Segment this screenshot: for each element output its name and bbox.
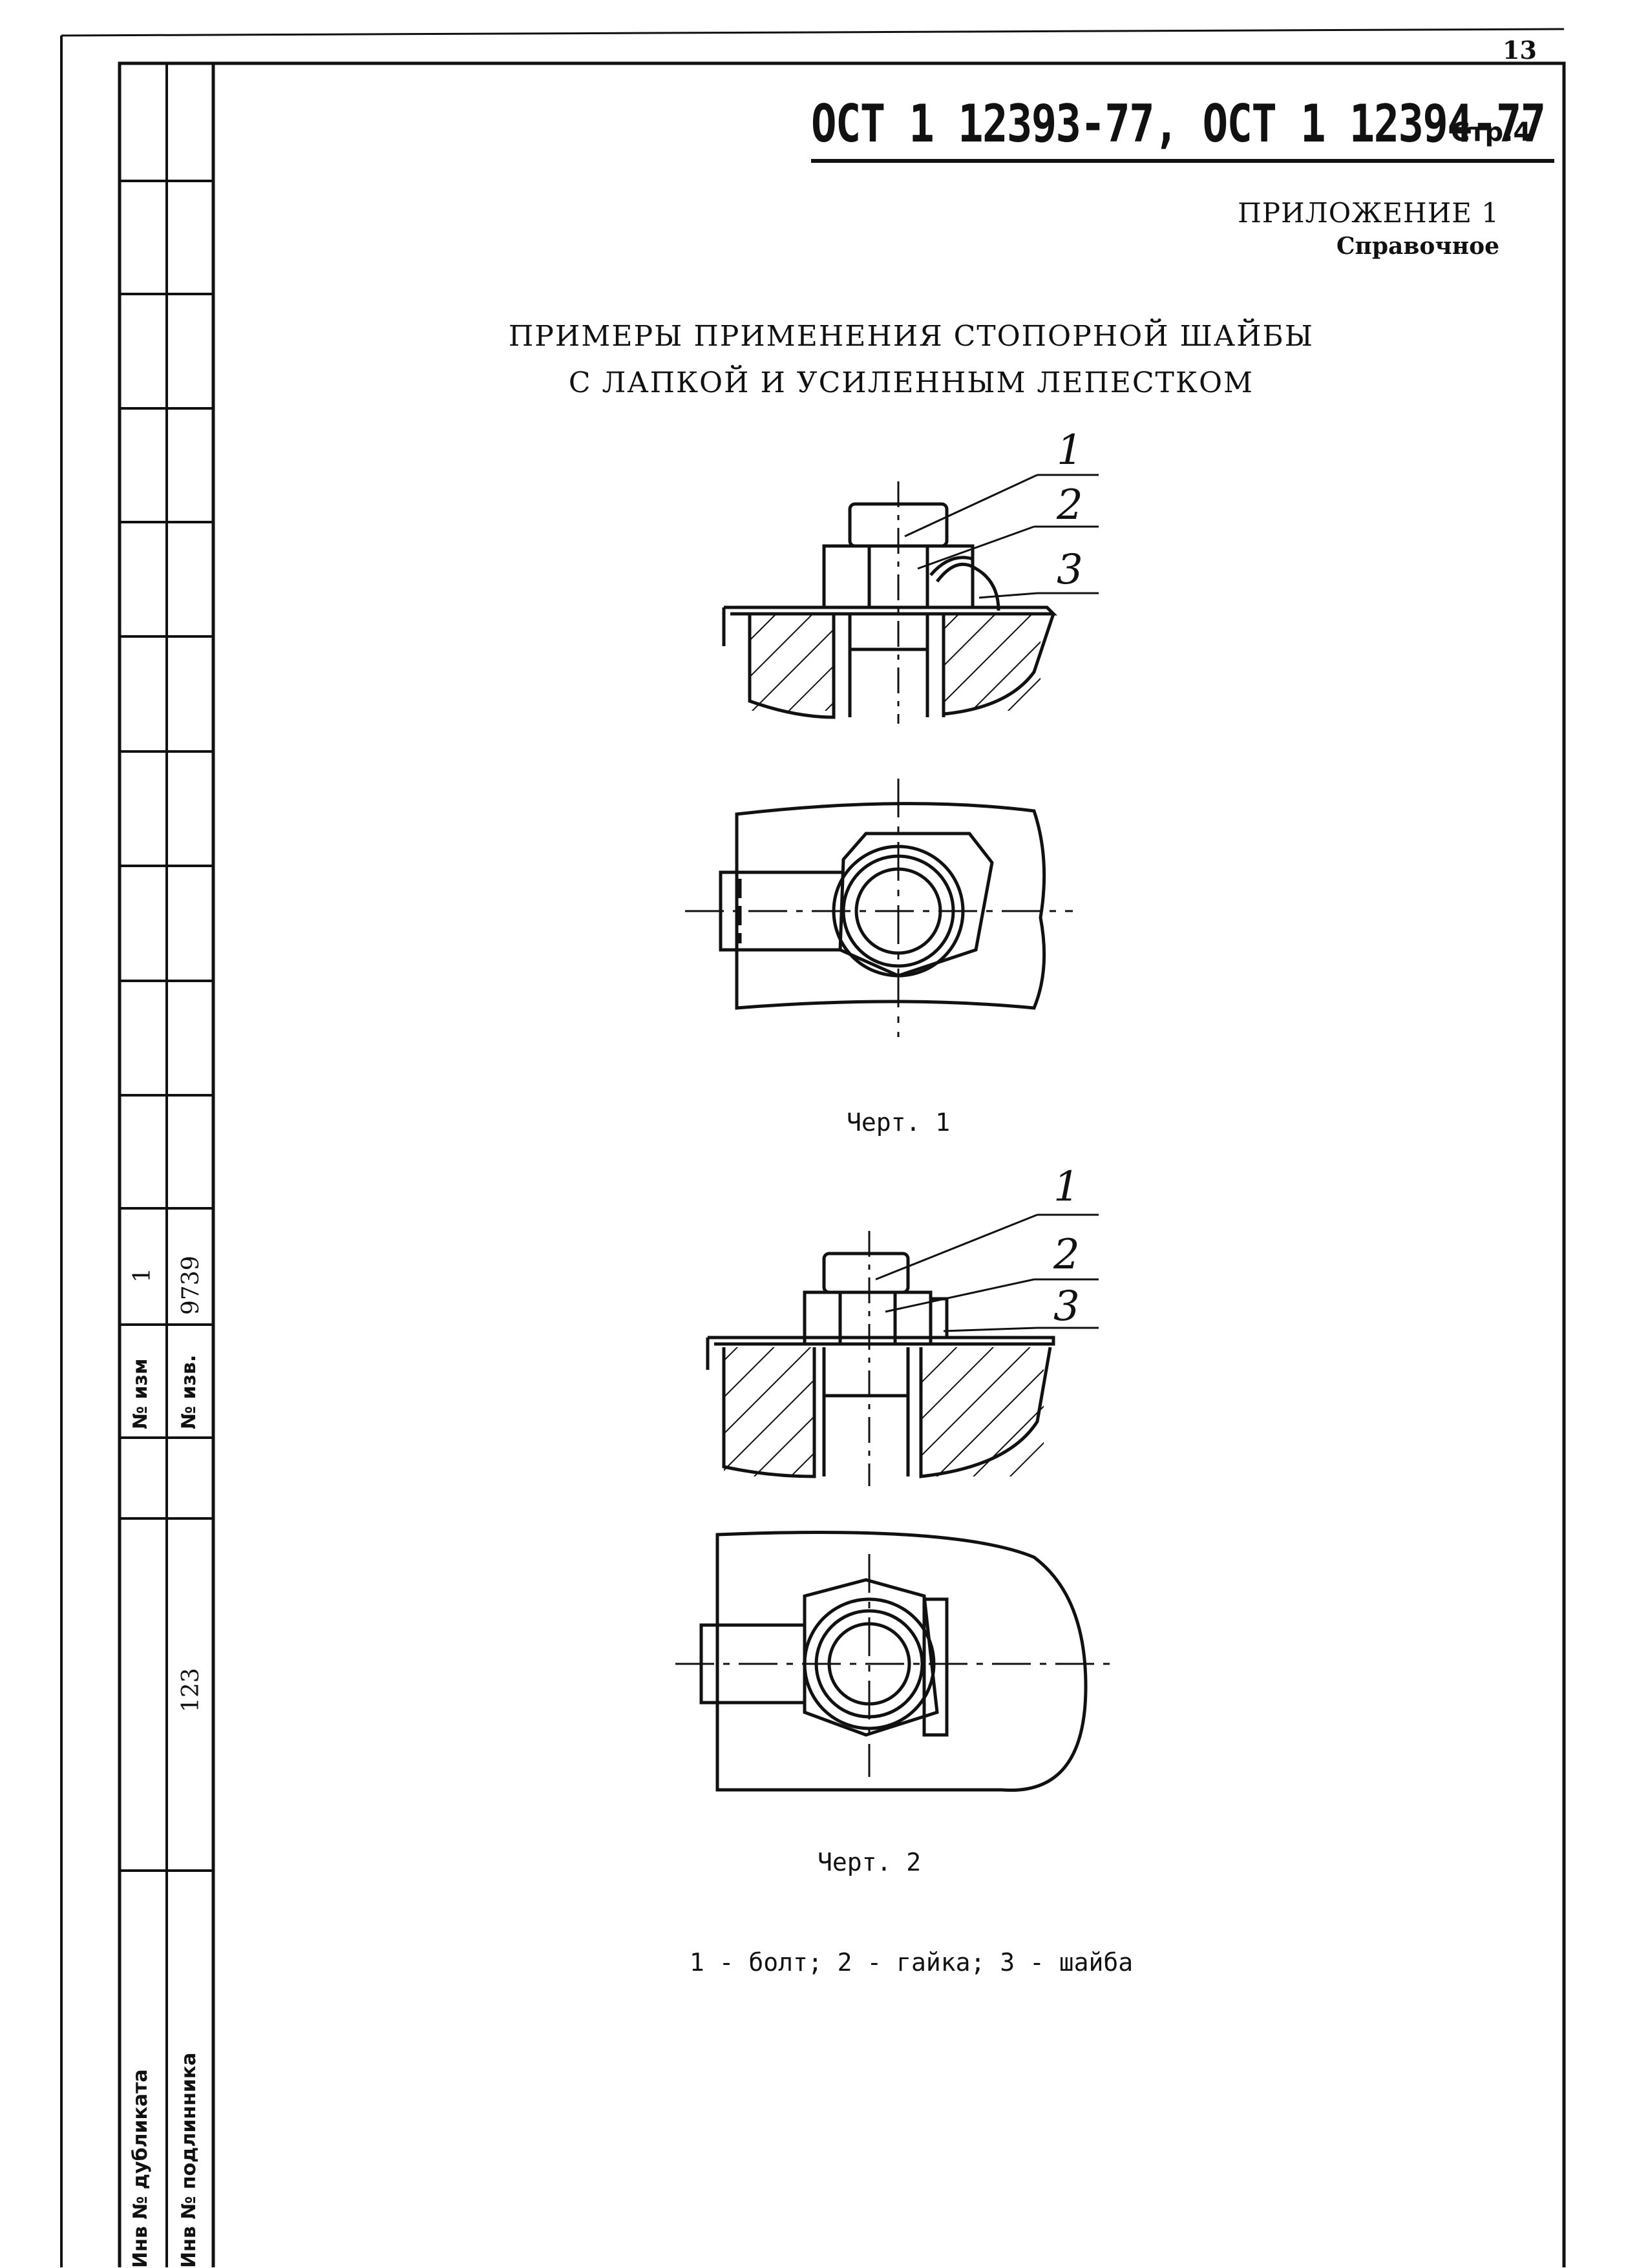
stamp-change-no-value: 1 — [129, 1268, 156, 1283]
document-code: ОСТ 1 12393-77, ОСТ 1 12394-77 — [811, 94, 1546, 154]
appendix-type: Справочное — [1336, 233, 1499, 260]
title-line-2: С ЛАПКОЙ И УСИЛЕННЫМ ЛЕПЕСТКОМ — [568, 366, 1254, 399]
stamp-notice-no-value: 9739 — [178, 1255, 204, 1315]
stamp-duplicate-inv-label: Инв № дубликата — [129, 2069, 152, 2268]
stamp-original-inv-label: Инв № подлинника — [178, 2052, 200, 2268]
stamp-notice-no-label: № изв. — [178, 1354, 200, 1429]
page-label: Стр.4 — [1451, 118, 1532, 147]
appendix-label: ПРИЛОЖЕНИЕ 1 — [1238, 197, 1499, 229]
callout-2-1: 1 — [1053, 1163, 1080, 1211]
legend: 1 - болт; 2 - гайка; 3 - шайба — [689, 1948, 1134, 1977]
drawing-2-caption: Черт. 2 — [818, 1848, 922, 1876]
document-header: ОСТ 1 12393-77, ОСТ 1 12394-77 Стр.4 — [811, 94, 1554, 163]
callout-1-2: 2 — [1057, 481, 1083, 529]
stamp-original-inv-value: 123 — [178, 1668, 204, 1712]
title-line-1: ПРИМЕРЫ ПРИМЕНЕНИЯ СТОПОРНОЙ ШАЙБЫ — [508, 320, 1315, 353]
page-title: ПРИМЕРЫ ПРИМЕНЕНИЯ СТОПОРНОЙ ШАЙБЫ С ЛАП… — [213, 313, 1609, 406]
callout-1-1: 1 — [1057, 426, 1083, 474]
callout-2-2: 2 — [1053, 1231, 1080, 1279]
appendix-block: ПРИЛОЖЕНИЕ 1 Справочное — [1238, 197, 1499, 260]
callout-1-3: 3 — [1057, 546, 1083, 594]
callout-2-3: 3 — [1053, 1283, 1080, 1330]
drawing-1-caption: Черт. 1 — [847, 1108, 951, 1137]
page-number: 13 — [1503, 36, 1537, 65]
stamp-change-no-label: № изм — [129, 1358, 152, 1429]
